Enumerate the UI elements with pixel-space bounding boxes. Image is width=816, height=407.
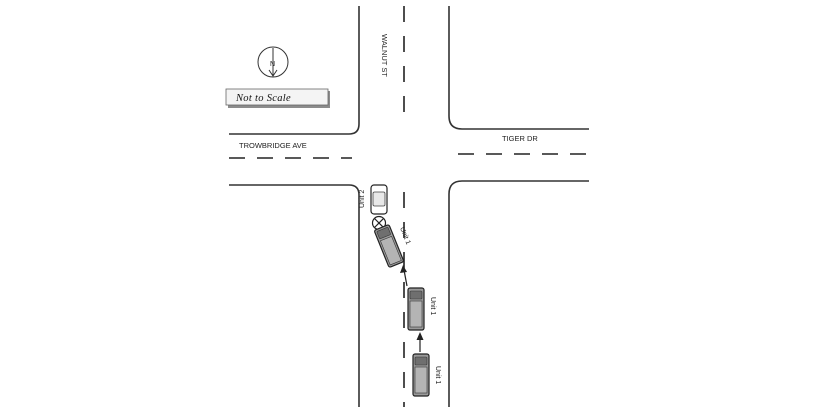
impact-x-icon-b: [374, 218, 384, 228]
unit1-mid-cab: [409, 290, 423, 300]
unit1-impact-vehicle: [374, 224, 404, 268]
scale-note-box: [225, 88, 329, 106]
unit1-start-label: Unit 1: [434, 366, 441, 384]
unit1-mid-vehicle: Unit 1: [407, 287, 436, 331]
se-curb: [448, 180, 589, 407]
scale-note: Not to Scale: [225, 88, 330, 108]
sw-curb: [229, 184, 360, 407]
unit1-mid-bed: [409, 300, 423, 328]
unit1-impact-label: Unit 1: [398, 226, 411, 246]
path-arrow-2-head-icon: [416, 332, 424, 340]
unit1-mid-label: Unit 1: [429, 297, 436, 315]
road-edges: [229, 6, 589, 407]
unit1-start-cab: [414, 356, 428, 366]
north-arrow-head-icon: [268, 69, 278, 77]
walnut-st-label: WALNUT ST: [380, 34, 389, 77]
unit1-start-vehicle: Unit 1: [412, 353, 441, 397]
path-arrow-1-head-icon: [400, 265, 407, 273]
unit1-impact-bed: [380, 235, 402, 266]
impact-marker: [371, 215, 387, 231]
unit2-roof: [372, 191, 386, 207]
scale-note-text: Not to Scale: [235, 93, 291, 104]
north-arrow: N: [257, 46, 289, 78]
unit1-impact-cab: [376, 227, 391, 239]
trowbridge-ave-label: TROWBRIDGE AVE: [239, 141, 307, 150]
unit2-label: Unit 2: [359, 190, 366, 208]
path-arrow-1-shaft: [403, 269, 408, 287]
path-arrow-1: [400, 265, 408, 287]
ne-curb: [448, 6, 589, 130]
path-arrow-2: [416, 332, 424, 352]
center-lines: [229, 6, 590, 407]
unit1-start-bed: [414, 366, 428, 394]
unit2-vehicle: Unit 2: [359, 184, 388, 215]
tiger-dr-label: TIGER DR: [502, 134, 538, 143]
north-arrow-letter: N: [270, 61, 275, 68]
nw-curb: [229, 6, 360, 135]
